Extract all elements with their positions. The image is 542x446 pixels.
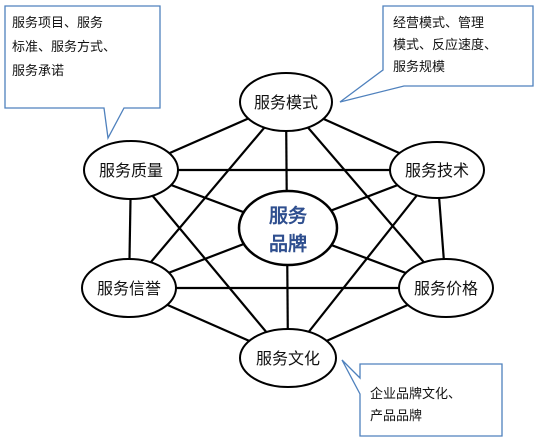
node-service-tech-label: 服务技术 bbox=[405, 161, 469, 180]
callout-mode-line-3: 服务规模 bbox=[393, 59, 445, 75]
callout-quality: 服务项目、服务 标准、服务方式、 服务承诺 bbox=[4, 5, 161, 141]
node-service-tech: 服务技术 bbox=[389, 141, 485, 199]
node-service-culture: 服务文化 bbox=[239, 328, 337, 388]
callout-culture-line-2: 产品品牌 bbox=[370, 408, 422, 424]
node-service-reputation-label: 服务信誉 bbox=[97, 279, 161, 298]
callout-quality-line-3: 服务承诺 bbox=[12, 63, 64, 79]
callout-culture-line-1: 企业品牌文化、 bbox=[370, 386, 461, 402]
node-service-culture-label: 服务文化 bbox=[256, 349, 320, 368]
callout-quality-line-1: 服务项目、服务 bbox=[12, 15, 103, 31]
node-service-reputation: 服务信誉 bbox=[81, 258, 177, 318]
callout-quality-line-2: 标准、服务方式、 bbox=[12, 39, 116, 55]
node-service-price-label: 服务价格 bbox=[414, 279, 478, 298]
callout-mode-line-2: 模式、反应速度、 bbox=[393, 37, 497, 53]
callout-culture: 企业品牌文化、 产品品牌 bbox=[341, 359, 503, 437]
center-label-line-2: 品牌 bbox=[269, 232, 307, 255]
node-service-mode: 服务模式 bbox=[239, 72, 333, 132]
node-service-quality: 服务质量 bbox=[83, 140, 179, 200]
callout-mode: 经营模式、管理 模式、反应速度、 服务规模 bbox=[339, 5, 534, 103]
node-service-quality-label: 服务质量 bbox=[99, 161, 163, 180]
callout-mode-line-1: 经营模式、管理 bbox=[393, 16, 484, 31]
node-service-mode-label: 服务模式 bbox=[254, 93, 318, 112]
node-service-price: 服务价格 bbox=[398, 258, 494, 318]
node-service-brand-center: 服务 品牌 bbox=[237, 189, 339, 267]
center-label-line-1: 服务 bbox=[269, 204, 308, 227]
